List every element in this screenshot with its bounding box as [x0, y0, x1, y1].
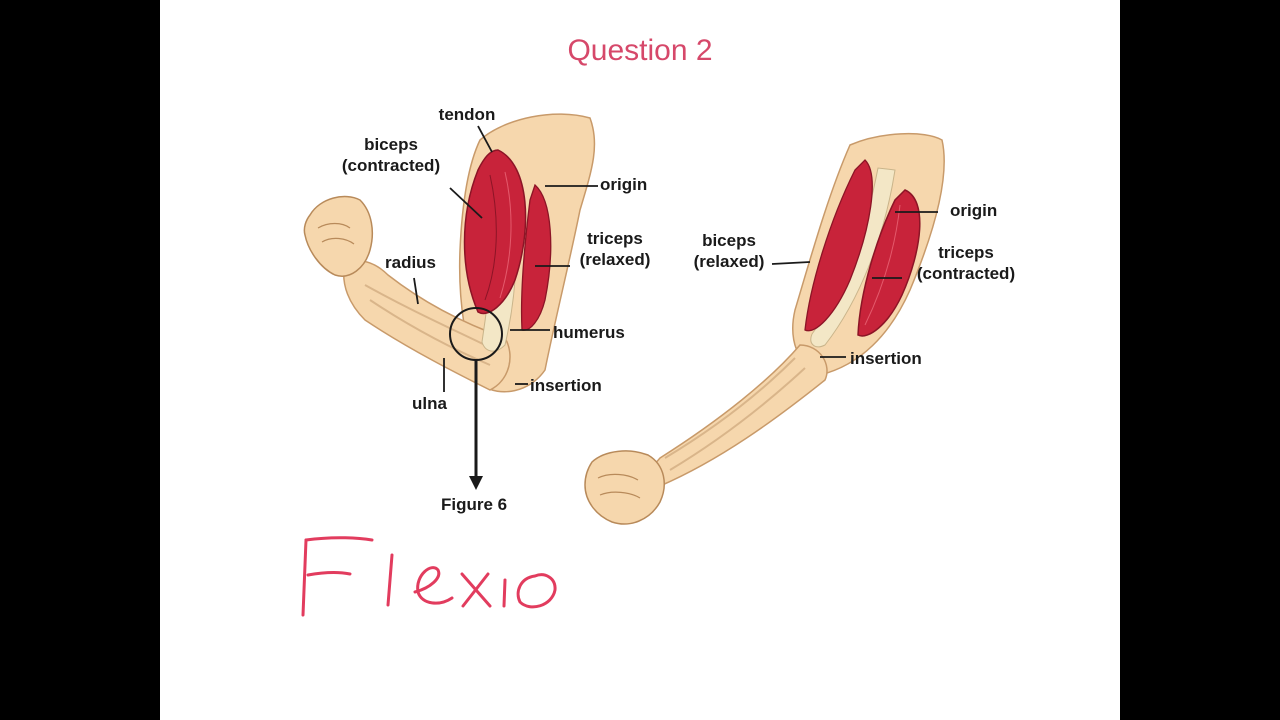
handwriting-flexio: [301, 536, 557, 617]
muscle-diagram: [301, 113, 945, 617]
label-left-tendon: tendon: [438, 105, 496, 124]
label-figure-6: Figure 6: [441, 495, 508, 514]
label-right-biceps-line2: (relaxed): [693, 252, 765, 271]
label-left-insertion: insertion: [530, 376, 602, 395]
left-fist: [303, 195, 373, 277]
label-left-triceps-line1: triceps: [587, 229, 643, 248]
label-left-biceps-line2: (contracted): [341, 156, 441, 175]
left-biceps-muscle: [463, 149, 527, 315]
label-right-triceps-line2: (contracted): [916, 264, 1016, 283]
label-right-triceps-line1: triceps: [938, 243, 994, 262]
label-left-biceps-line1: biceps: [364, 135, 418, 154]
label-left-origin: origin: [600, 175, 648, 194]
label-right-origin: origin: [950, 201, 998, 220]
label-left-radius: radius: [385, 253, 437, 272]
right-biceps-muscle: [804, 159, 873, 332]
right-arm-illustration: [584, 132, 945, 525]
label-left-biceps: biceps (contracted): [328, 134, 454, 176]
label-left-triceps-line2: (relaxed): [579, 250, 651, 269]
left-radius-bone: [364, 284, 486, 346]
right-leader-lines: [771, 211, 938, 358]
label-right-biceps-line1: biceps: [702, 231, 756, 250]
label-right-biceps: biceps (relaxed): [684, 230, 774, 272]
label-left-triceps: triceps (relaxed): [568, 228, 662, 270]
left-triceps-muscle: [520, 183, 552, 331]
left-arm-illustration: [303, 113, 596, 490]
label-left-ulna: ulna: [412, 394, 447, 413]
label-right-insertion: insertion: [850, 349, 922, 368]
slide-title: Question 2: [567, 34, 713, 67]
right-fist: [584, 450, 665, 525]
label-right-triceps: triceps (contracted): [904, 242, 1028, 284]
label-left-humerus: humerus: [553, 323, 625, 342]
slide: Question 2: [160, 0, 1120, 720]
left-leader-lines: [413, 125, 598, 392]
